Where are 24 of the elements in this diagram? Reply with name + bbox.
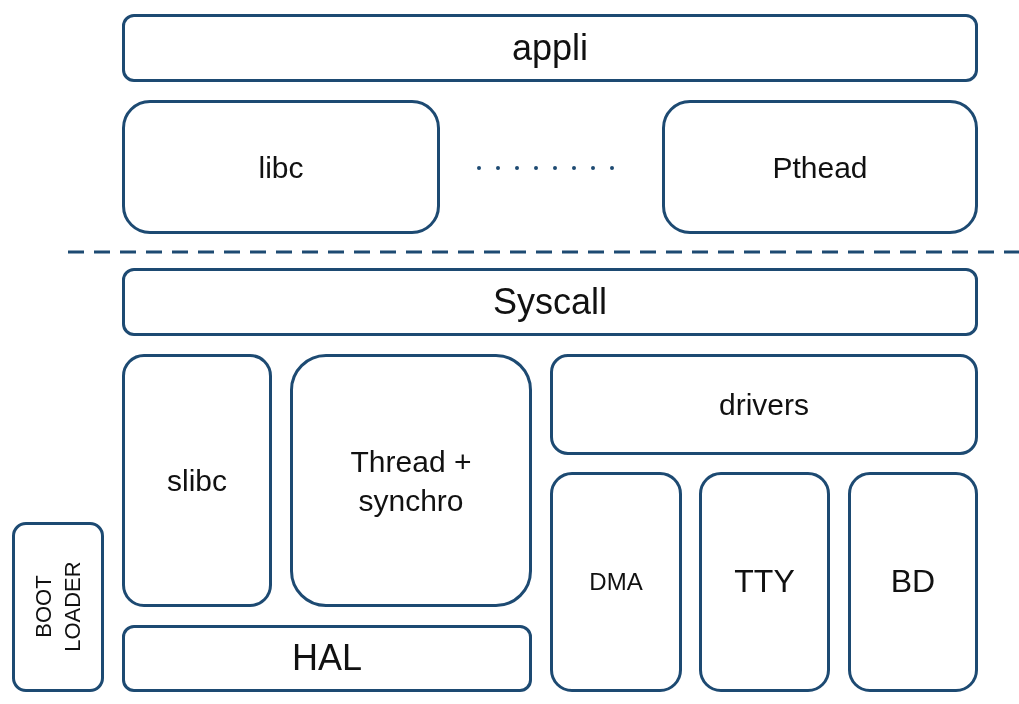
layer-box	[122, 354, 272, 607]
layer-label: appli	[511, 25, 589, 70]
layer-box	[122, 100, 440, 234]
layer-label: libc	[258, 149, 304, 186]
layer-box	[662, 100, 978, 234]
layer-box	[122, 625, 532, 692]
layer-label: drivers	[719, 387, 809, 423]
layer-box	[550, 472, 682, 692]
layer-label: Syscall	[493, 279, 607, 324]
layer-box	[290, 354, 532, 607]
layer-label: Pthead	[772, 149, 868, 186]
layer-box	[699, 472, 830, 692]
layer-label: HAL	[292, 636, 362, 681]
layer-label: DMA	[589, 567, 643, 598]
layer-box	[122, 268, 978, 336]
layer-label: Thread + synchro	[349, 443, 473, 519]
layer-label: BOOT LOADER	[29, 561, 85, 653]
layer-label: slibc	[167, 463, 227, 499]
layer-box	[122, 14, 978, 82]
layer-box	[550, 354, 978, 455]
layer-label: TTY	[734, 562, 795, 602]
layer-box	[848, 472, 978, 692]
layer-label: BD	[890, 562, 936, 602]
layer-box	[12, 522, 104, 692]
